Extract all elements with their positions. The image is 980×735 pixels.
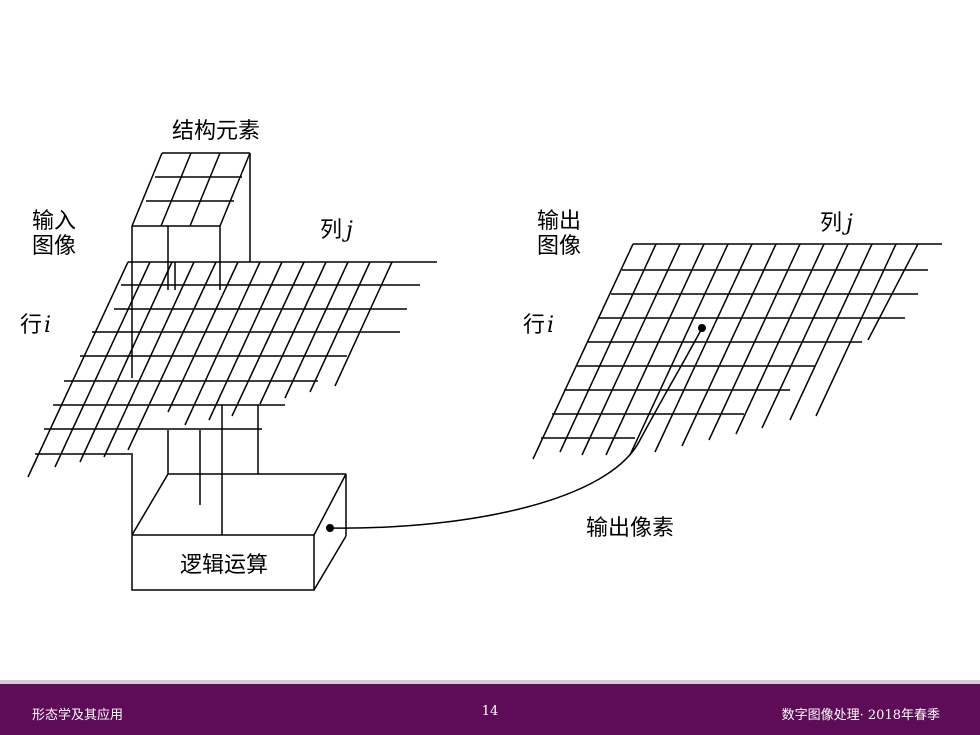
input-image-grid xyxy=(27,261,437,478)
output-pixel-label: 输出像素 xyxy=(586,516,674,541)
output-image-label-line1: 输出 xyxy=(537,209,581,234)
structuring-element xyxy=(131,152,251,378)
footer-chapter-title: 形态学及其应用 xyxy=(32,708,124,723)
footer-bar: 形态学及其应用 14 数字图像处理· 2018年春季 xyxy=(0,680,980,735)
footer-page-number: 14 xyxy=(481,704,499,719)
output-row-label: 行i xyxy=(523,313,554,338)
logic-output-dot xyxy=(326,524,334,532)
connector-lines xyxy=(131,405,259,535)
output-image-label-line2: 图像 xyxy=(537,234,581,259)
output-pixel-dot xyxy=(698,324,706,332)
logic-operation-box xyxy=(131,473,347,591)
input-row-label: 行i xyxy=(20,313,51,338)
input-image-label-line1: 输入 xyxy=(32,209,76,234)
logic-operation-label: 逻辑运算 xyxy=(180,553,268,578)
output-pixel-curve xyxy=(329,327,703,529)
morphology-diagram: 结构元素 输入 图像 列j 行i 输出 图像 列j 行i 逻辑运算 输出像素 xyxy=(20,119,942,591)
footer-course-title: 数字图像处理· 2018年春季 xyxy=(781,708,940,723)
input-image-label-line2: 图像 xyxy=(32,234,76,259)
structuring-element-label: 结构元素 xyxy=(172,119,260,144)
output-image-grid xyxy=(532,243,942,460)
